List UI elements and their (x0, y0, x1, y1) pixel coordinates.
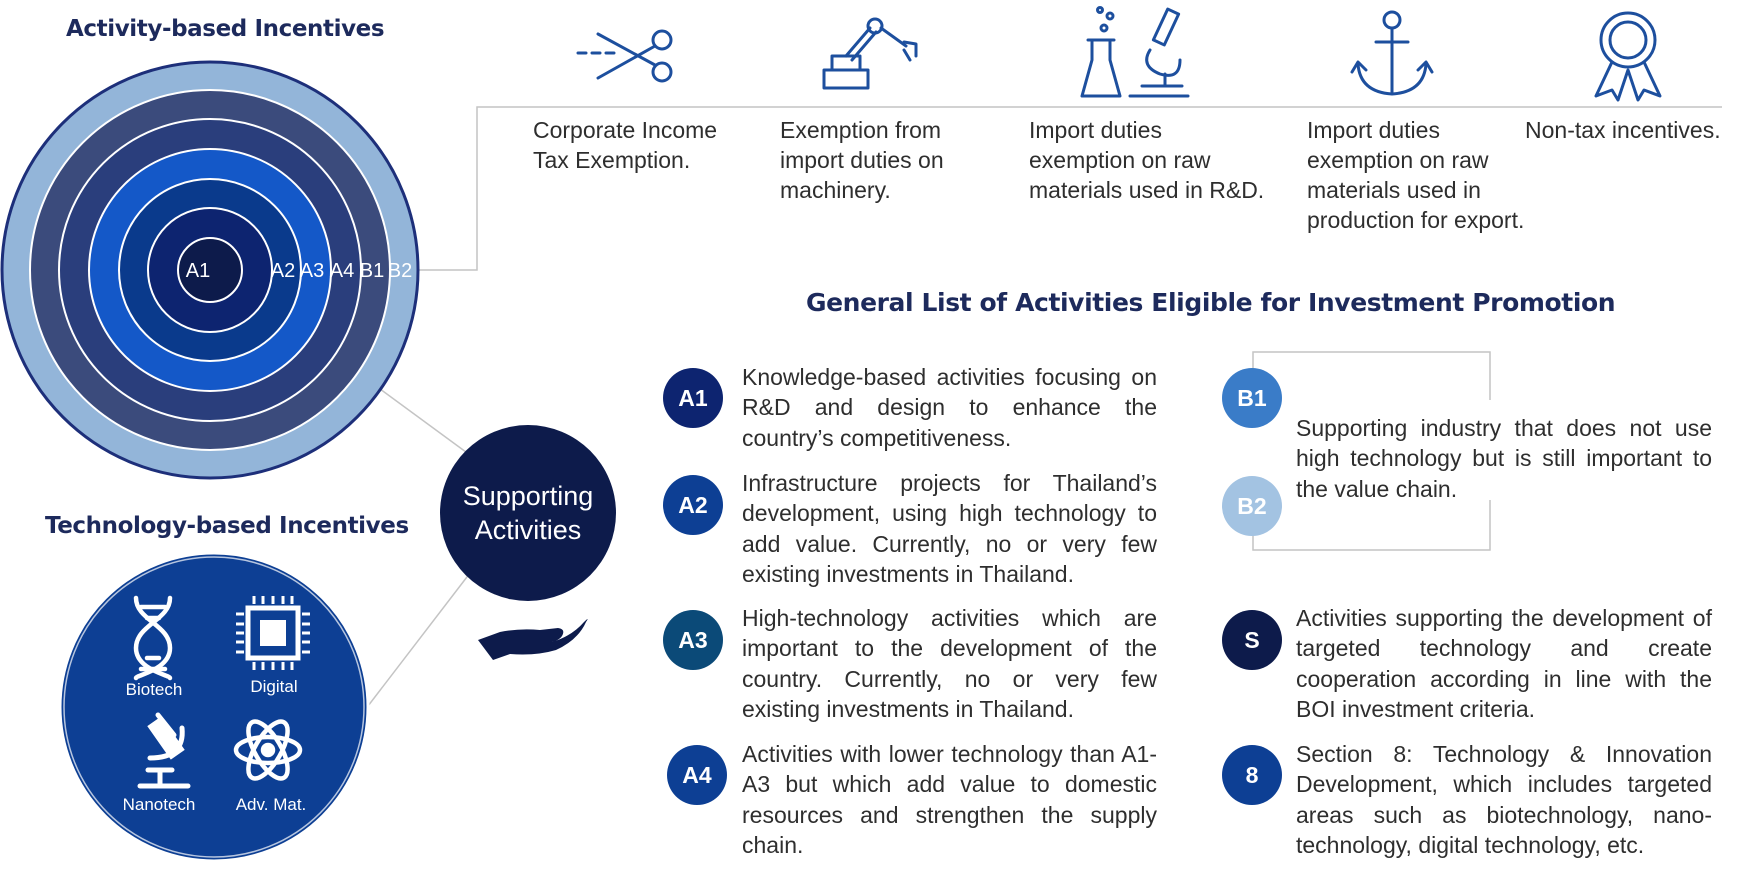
tech-label-biotech: Biotech (125, 680, 183, 699)
ring-label: A1 (186, 260, 210, 282)
microscope-icon (137, 712, 191, 789)
ring-label: B2 (388, 260, 412, 282)
chip-icon (236, 596, 310, 670)
badge-a4: A4 (667, 745, 727, 805)
ring-labels: A1 A2 A3 A4 B1 B2 (186, 260, 412, 282)
ring-label: A4 (330, 260, 354, 282)
anchor-icon (1350, 10, 1434, 96)
badge-a1: A1 (663, 368, 723, 428)
ring-label: B1 (360, 260, 384, 282)
incentive-machinery: Exemption from import duties on machiner… (780, 117, 944, 203)
supporting-activities-circle (440, 425, 616, 601)
tech-label-digital: Digital (250, 677, 298, 696)
incentive-connector (395, 106, 1722, 271)
supporting-label-line2: Activities (475, 515, 582, 545)
atom-icon (233, 719, 303, 781)
activity-a1-text: Knowledge-based activities focusing on R… (742, 364, 1157, 451)
b-bracket-bottom (1252, 500, 1491, 551)
hand-icon (478, 619, 588, 660)
incentive-corporate-tax: Corporate Income Tax Exemption. (533, 117, 718, 173)
supporting-connector-bottom (367, 572, 471, 707)
incentive-non-tax: Non-tax incentives. (1525, 117, 1721, 143)
scissors-icon (576, 29, 673, 83)
lab-flask-microscope-icon (1080, 6, 1190, 98)
activity-section-8-text: Section 8: Technology & Innovation Devel… (1296, 741, 1712, 858)
tech-label-nanotech: Nanotech (122, 795, 196, 814)
badge-a3: A3 (663, 610, 723, 670)
award-ribbon-icon (1594, 11, 1662, 102)
ring-label: A2 (271, 260, 295, 282)
badge-b2: B2 (1222, 476, 1282, 536)
ring-label: A3 (300, 260, 324, 282)
b-bracket-top (1252, 351, 1491, 400)
concentric-rings (0, 60, 420, 480)
ring-core (177, 237, 243, 303)
activity-a4-text: Activities with lower technology than A1… (742, 741, 1157, 858)
robot-arm-icon (822, 17, 918, 90)
incentive-export-materials: Import duties exemption on raw materials… (1307, 117, 1525, 233)
technology-based-heading: Technology-based Incentives (45, 513, 409, 539)
supporting-label-line1: Supporting (463, 481, 594, 511)
activity-a3-text: High-technology activities which are imp… (742, 605, 1157, 722)
badge-b1: B1 (1222, 368, 1282, 428)
activity-a2-text: Infrastructure projects for Thailand’s d… (742, 470, 1157, 587)
technology-circle (58, 551, 370, 863)
badge-section-8: 8 (1222, 745, 1282, 805)
activity-based-heading: Activity-based Incentives (66, 16, 385, 42)
activity-b-text: Supporting industry that does not use hi… (1296, 415, 1712, 502)
incentive-rnd-materials: Import duties exemption on raw materials… (1029, 117, 1265, 203)
general-list-heading: General List of Activities Eligible for … (806, 288, 1616, 317)
badge-a2: A2 (663, 475, 723, 535)
dna-icon (133, 595, 173, 681)
badge-s: S (1222, 610, 1282, 670)
activity-s-text: Activities supporting the development of… (1296, 605, 1712, 722)
tech-label-adv-mat: Adv. Mat. (235, 795, 307, 814)
